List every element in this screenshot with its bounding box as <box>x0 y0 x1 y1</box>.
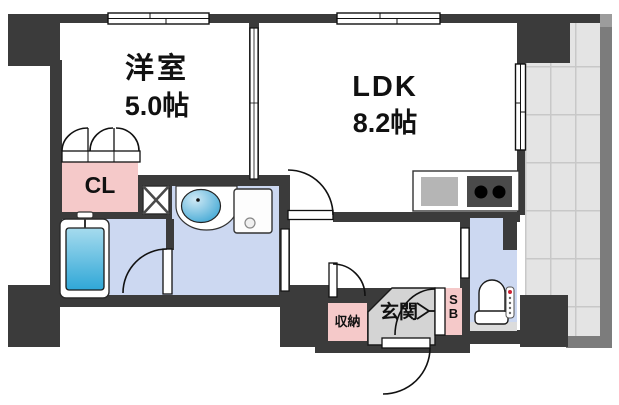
faucet-icon <box>76 211 94 228</box>
wall-washroom-top <box>137 175 290 186</box>
burner <box>474 185 488 199</box>
label-shoebox-b: B <box>448 306 459 321</box>
wall-bottom <box>50 295 330 307</box>
storage-door-arc <box>332 263 366 297</box>
window-west-room <box>107 12 210 25</box>
closet-doors <box>61 128 141 163</box>
label-shoebox-s: S <box>449 292 458 307</box>
ldk-door-leaf <box>287 209 334 221</box>
pillar-top-right <box>517 14 570 63</box>
door-arcs <box>61 127 436 395</box>
wall-toilet-notch <box>503 212 517 250</box>
kitchen-sink <box>421 177 458 206</box>
kitchen-counter <box>412 170 520 212</box>
wall-closet-bottom <box>50 212 175 219</box>
front-door-leaf <box>381 337 431 349</box>
wall-top <box>8 14 600 23</box>
washer-pan <box>233 188 273 234</box>
balcony-border-right <box>600 14 612 348</box>
window-ldk-top <box>336 12 441 25</box>
front-door-arc <box>382 347 431 395</box>
wall-left <box>50 60 62 305</box>
toilet-step <box>470 322 517 331</box>
pipe-space-icon <box>142 185 170 215</box>
bathtub <box>59 211 110 299</box>
label-shoebox: S B <box>444 293 463 321</box>
toilet-fixture <box>474 279 515 325</box>
balcony-border-bottom <box>566 336 612 348</box>
wall-toilet-bottom <box>458 330 520 344</box>
storage-door-leaf <box>328 262 338 298</box>
sliding-door-room-divider <box>249 27 259 180</box>
closet-arc-mid <box>89 127 114 152</box>
room-shoebox <box>445 288 462 335</box>
window-balcony-door <box>514 63 527 151</box>
burner <box>492 185 506 199</box>
wall-kitchen <box>333 212 520 222</box>
label-ldk-area: 8.2帖 <box>352 108 418 138</box>
label-storage: 収納 <box>334 314 361 329</box>
bath-door-leaf <box>162 248 173 295</box>
balcony-border-corner <box>600 14 612 27</box>
label-ldk: LDK <box>352 71 418 103</box>
entry-arrow-icon <box>416 302 435 320</box>
closet-arc-left <box>61 127 89 152</box>
label-closet: CL <box>84 172 116 198</box>
label-western-room: 洋室 <box>124 53 189 85</box>
label-entrance: 玄関 <box>379 302 418 323</box>
room-closet <box>62 162 138 212</box>
washbasin <box>175 185 238 231</box>
door-leaves <box>162 209 446 349</box>
label-western-room-area: 5.0帖 <box>124 91 190 121</box>
ldk-door-arc <box>287 169 334 216</box>
pillar-bottom-right <box>520 295 568 347</box>
balcony <box>525 23 600 338</box>
sliding-door-washroom <box>280 228 290 292</box>
wall-bath-stub <box>166 219 174 250</box>
closet-arc-right <box>115 127 140 152</box>
bath-door-arc <box>122 248 168 294</box>
toilet-control-panel <box>505 286 515 319</box>
pillar-top-left <box>8 14 60 66</box>
sliding-door-toilet <box>460 227 470 279</box>
room-storage <box>328 303 367 341</box>
entrance-inner-arc <box>394 288 436 336</box>
